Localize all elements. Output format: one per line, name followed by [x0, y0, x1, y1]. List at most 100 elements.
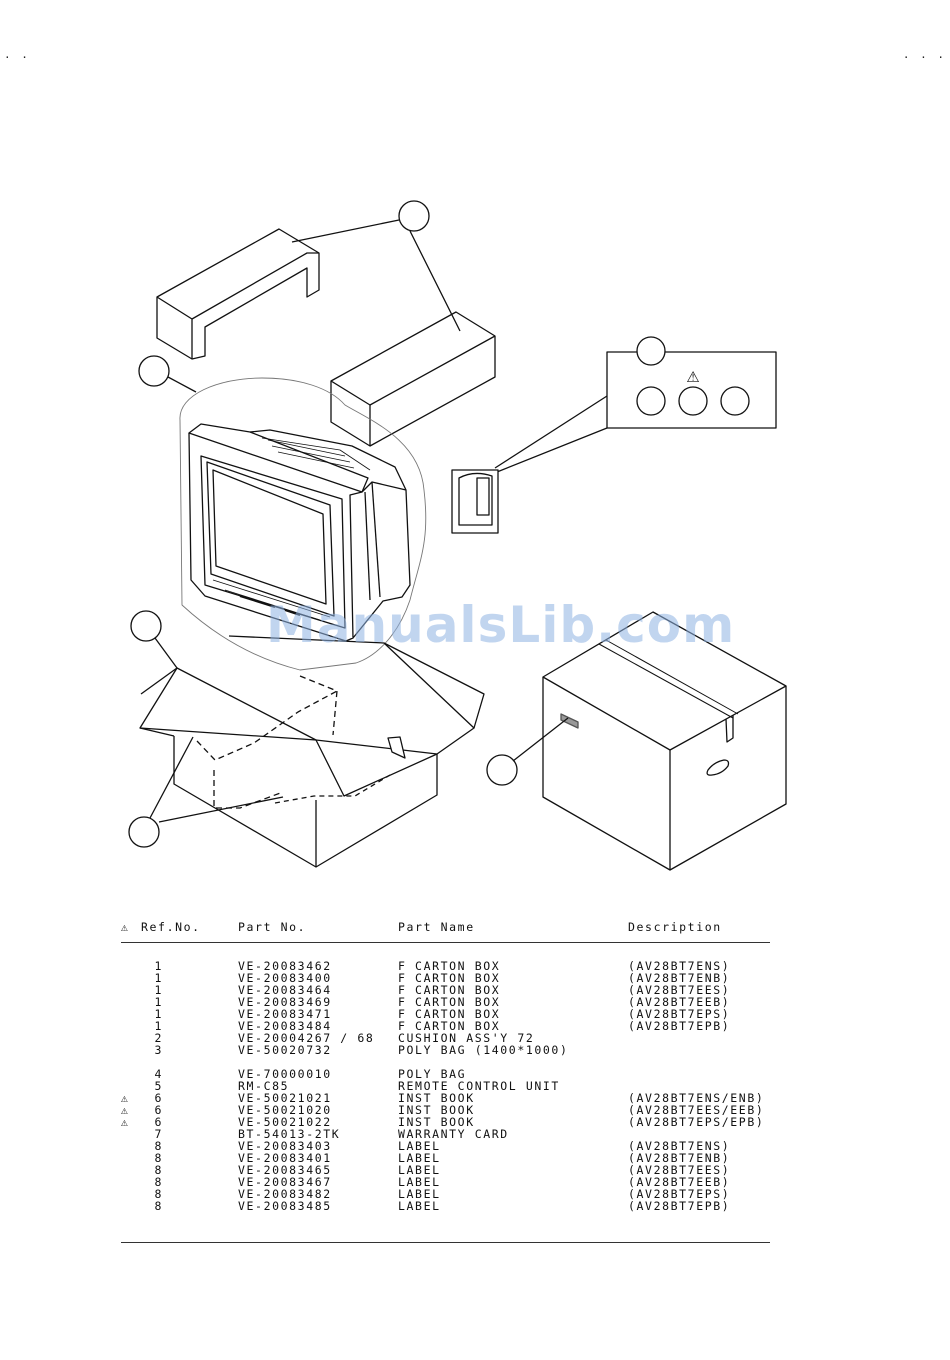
- row-part-no: BT-54013-2TK: [238, 1127, 341, 1141]
- corner-marks-left: . .: [4, 48, 30, 61]
- table-row: 8 VE-20083403 LABEL (AV28BT7ENS): [121, 1140, 770, 1152]
- callout-circle-cushion: [398, 200, 430, 232]
- row-description: (AV28BT7ENS): [628, 1139, 731, 1153]
- row-ref: 1: [154, 995, 163, 1009]
- row-ref: 8: [154, 1163, 163, 1177]
- callout-circle-carton: [130, 610, 162, 642]
- row-part-no: VE-20083485: [238, 1199, 332, 1213]
- carton-box-closed: [542, 611, 787, 871]
- row-ref: 1: [154, 971, 163, 985]
- poly-bag-outline: [179, 377, 427, 671]
- row-part-name: LABEL: [398, 1163, 441, 1177]
- row-part-name: F CARTON BOX: [398, 971, 501, 985]
- row-description: (AV28BT7ENS): [628, 959, 731, 973]
- carton-box-open: [139, 635, 485, 868]
- row-part-no: VE-20083464: [238, 983, 332, 997]
- row-part-name: LABEL: [398, 1139, 441, 1153]
- row-ref: 7: [154, 1127, 163, 1141]
- row-part-name: F CARTON BOX: [398, 959, 501, 973]
- row-part-name: LABEL: [398, 1187, 441, 1201]
- accessory-panel: ⚠: [494, 336, 777, 473]
- accessory-circle-2: [678, 386, 708, 416]
- row-ref: 8: [154, 1151, 163, 1165]
- packing-exploded-diagram: ⚠: [128, 200, 787, 871]
- row-part-name: REMOTE CONTROL UNIT: [398, 1079, 560, 1093]
- header-ref-no: Ref.No.: [141, 920, 201, 934]
- row-part-no: VE-20083484: [238, 1019, 332, 1033]
- manualslib-watermark: ManualsLib.com: [266, 596, 736, 654]
- table-row: ⚠ 6 VE-50021022 INST BOOK (AV28BT7EPS/EPB): [121, 1116, 770, 1128]
- header-description: Description: [628, 920, 722, 934]
- row-description: (AV28BT7EPS/EPB): [628, 1115, 765, 1129]
- row-warning-icon: ⚠: [121, 1115, 130, 1129]
- row-warning-icon: ⚠: [121, 1103, 130, 1117]
- header-warning-icon: ⚠: [121, 920, 130, 934]
- table-row: 1 VE-20083462 F CARTON BOX (AV28BT7ENS): [121, 960, 770, 972]
- row-ref: 8: [154, 1175, 163, 1189]
- row-part-name: INST BOOK: [398, 1091, 475, 1105]
- accessory-circle-3: [720, 386, 750, 416]
- row-part-no: RM-C85: [238, 1079, 290, 1093]
- row-part-name: F CARTON BOX: [398, 1019, 501, 1033]
- row-part-no: VE-20083482: [238, 1187, 332, 1201]
- row-part-no: VE-50021021: [238, 1091, 332, 1105]
- callout-circle-bag: [138, 355, 170, 387]
- row-ref: 1: [154, 959, 163, 973]
- row-part-name: CUSHION ASS'Y 72: [398, 1031, 535, 1045]
- row-part-no: VE-20004267 / 68: [238, 1031, 375, 1045]
- row-part-no: VE-20083467: [238, 1175, 332, 1189]
- row-part-name: INST BOOK: [398, 1103, 475, 1117]
- row-ref: 8: [154, 1139, 163, 1153]
- accessory-circle-1: [636, 386, 666, 416]
- row-ref: 1: [154, 1019, 163, 1033]
- row-part-no: VE-20083469: [238, 995, 332, 1009]
- row-description: (AV28BT7EPS): [628, 1187, 731, 1201]
- row-part-no: VE-20083400: [238, 971, 332, 985]
- top-cushion-left: [156, 228, 320, 360]
- row-part-no: VE-20083465: [238, 1163, 332, 1177]
- row-description: (AV28BT7EEB): [628, 995, 731, 1009]
- row-part-name: WARRANTY CARD: [398, 1127, 509, 1141]
- header-part-name: Part Name: [398, 920, 475, 934]
- television-set: [188, 423, 411, 642]
- table-header: ⚠ Ref.No. Part No. Part Name Description: [121, 920, 770, 938]
- callout-circle-cushion-bottom: [128, 816, 160, 848]
- parts-list-table: ⚠ Ref.No. Part No. Part Name Description…: [121, 920, 770, 1243]
- row-part-name: INST BOOK: [398, 1115, 475, 1129]
- row-part-name: LABEL: [398, 1199, 441, 1213]
- row-description: (AV28BT7EES/EEB): [628, 1103, 765, 1117]
- row-part-name: F CARTON BOX: [398, 983, 501, 997]
- row-warning-icon: ⚠: [121, 1091, 130, 1105]
- row-part-name: LABEL: [398, 1151, 441, 1165]
- row-part-no: VE-20083403: [238, 1139, 332, 1153]
- header-rule: [121, 942, 770, 943]
- row-description: (AV28BT7ENB): [628, 1151, 731, 1165]
- row-description: (AV28BT7EEB): [628, 1175, 731, 1189]
- row-ref: 4: [154, 1067, 163, 1081]
- row-ref: 3: [154, 1043, 163, 1057]
- row-part-no: VE-50021022: [238, 1115, 332, 1129]
- row-part-no: VE-50021020: [238, 1103, 332, 1117]
- row-description: (AV28BT7EPS): [628, 1007, 731, 1021]
- row-ref: 8: [154, 1199, 163, 1213]
- footer-rule: [121, 1242, 770, 1243]
- table-row: 1 VE-20083469 F CARTON BOX (AV28BT7EEB): [121, 996, 770, 1008]
- corner-marks-right: . . .: [902, 48, 946, 61]
- row-ref: 6: [154, 1115, 163, 1129]
- row-part-name: F CARTON BOX: [398, 995, 501, 1009]
- row-part-name: POLY BAG (1400*1000): [398, 1043, 569, 1057]
- callout-circle-accessories: [636, 336, 666, 366]
- row-description: (AV28BT7EES): [628, 1163, 731, 1177]
- row-part-no: VE-20083462: [238, 959, 332, 973]
